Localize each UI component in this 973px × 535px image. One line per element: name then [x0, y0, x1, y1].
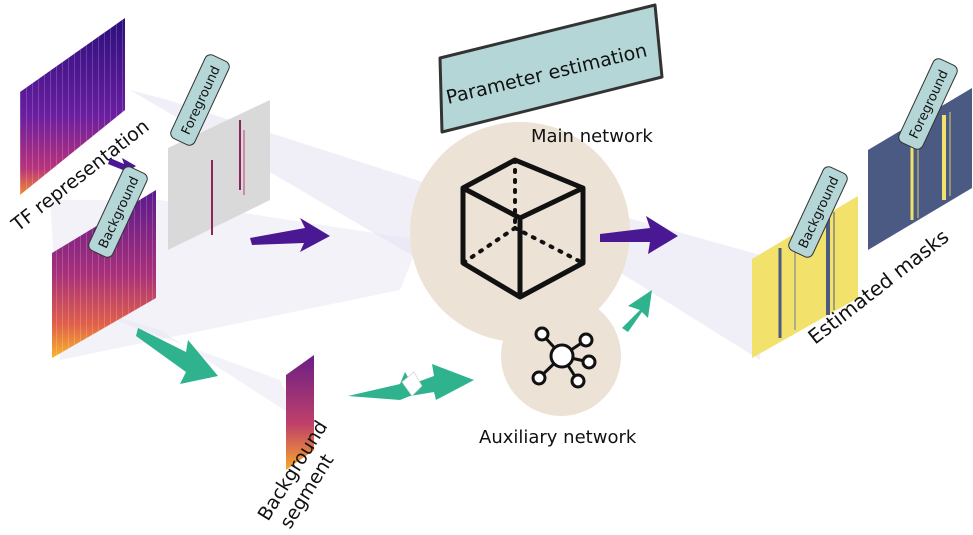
background-mask	[752, 196, 858, 358]
teal-arrow-to-auxiliary	[348, 364, 474, 400]
purple-arrow-out	[600, 216, 678, 254]
teal-arrow-feedback	[622, 290, 652, 332]
projection-wedges	[50, 90, 760, 420]
background-spectrogram	[52, 190, 156, 358]
teal-arrow-notch	[401, 371, 423, 397]
background-segment-strip	[286, 355, 314, 470]
purple-arrow-in	[250, 218, 330, 252]
parameter-estimation-box: Parameter estimation	[438, 3, 664, 134]
foreground-mask	[868, 88, 972, 250]
network-hub-icon	[531, 326, 597, 389]
main-network-label: Main network	[531, 126, 653, 147]
cube-icon	[460, 157, 586, 300]
small-purple-arrow	[108, 158, 136, 176]
teal-arrow-to-segment	[136, 328, 218, 384]
auxiliary-network-label: Auxiliary network	[479, 427, 637, 448]
tf-spectrogram	[20, 18, 125, 195]
